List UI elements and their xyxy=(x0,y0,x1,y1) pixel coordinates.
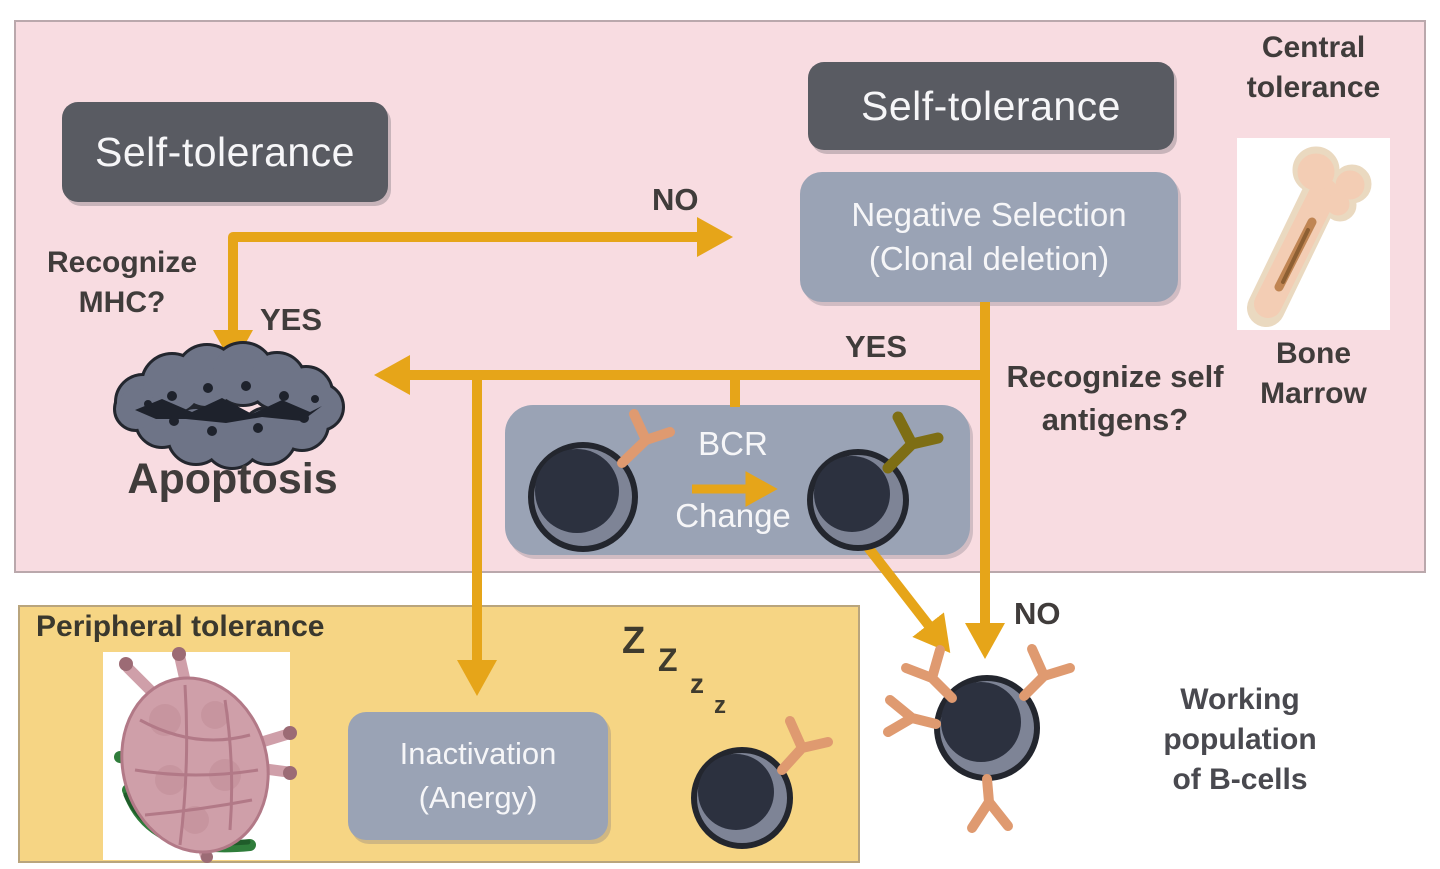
negative-selection-line1: Negative Selection xyxy=(851,196,1127,233)
change-label: Change xyxy=(675,497,791,534)
recognize-mhc-question: Recognize MHC? xyxy=(46,246,198,319)
self-tolerance-box-left: Self-tolerance xyxy=(62,102,388,202)
sleep-z-2: Z xyxy=(658,642,678,678)
no-label-top: NO xyxy=(652,182,699,217)
negative-selection-box: Negative Selection (Clonal deletion) xyxy=(800,172,1178,302)
bone-marrow-image-box xyxy=(1237,138,1390,330)
sleep-z-3: z xyxy=(690,668,704,699)
working-b-cell-icon xyxy=(883,644,1075,833)
yes-label-left: YES xyxy=(260,302,323,337)
peripheral-tolerance-title: Peripheral tolerance xyxy=(36,610,325,643)
negative-selection-line2: (Clonal deletion) xyxy=(868,240,1110,277)
central-tolerance-caption: Central tolerance xyxy=(1246,31,1381,104)
no-label-bottom: NO xyxy=(1014,596,1061,631)
lymph-node-image-box xyxy=(103,652,290,860)
bcr-label: BCR xyxy=(698,425,768,462)
apoptosis-label: Apoptosis xyxy=(127,455,338,503)
bone-marrow-caption: Bone Marrow xyxy=(1260,337,1367,410)
self-tolerance-box-right: Self-tolerance xyxy=(808,62,1174,150)
sleep-z-4: z xyxy=(714,692,726,719)
self-tolerance-right-label: Self-tolerance xyxy=(861,82,1121,129)
sleep-z-1: Z xyxy=(622,620,646,662)
inactivation-line1: Inactivation xyxy=(399,736,557,771)
working-population-caption: Working population of B-cells xyxy=(1163,683,1317,796)
inactivation-box: Inactivation (Anergy) xyxy=(348,712,608,840)
recognize-self-antigens-question: Recognize self antigens? xyxy=(1006,359,1224,437)
inactivation-line2: (Anergy) xyxy=(418,780,538,815)
self-tolerance-left-label: Self-tolerance xyxy=(95,128,355,175)
yes-label-right: YES xyxy=(845,329,908,364)
